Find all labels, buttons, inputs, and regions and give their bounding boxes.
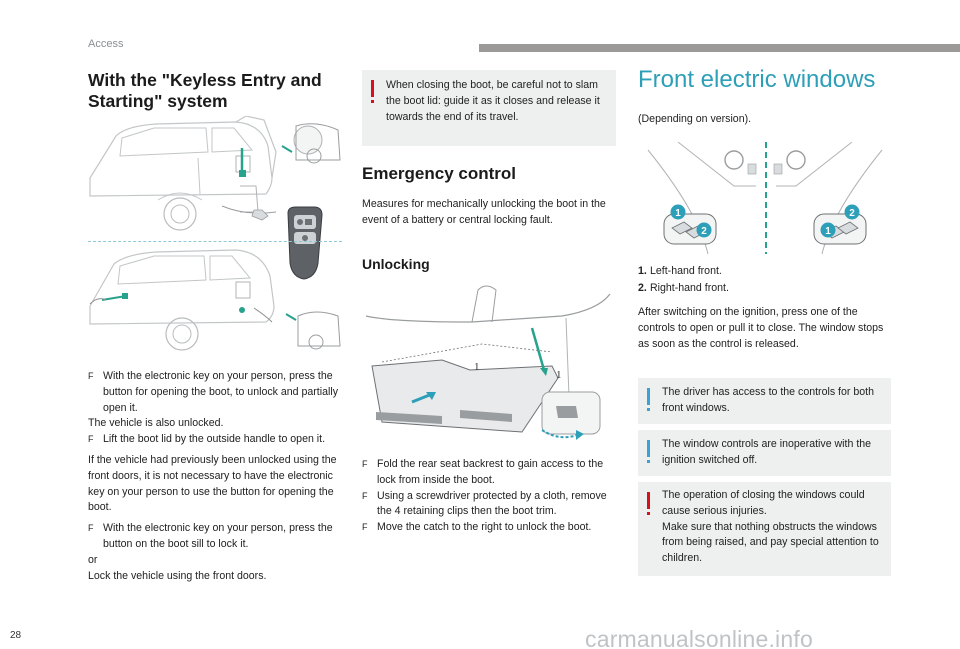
- windows-paragraph: After switching on the ignition, press o…: [638, 306, 884, 350]
- warning-icon: [647, 492, 650, 515]
- callout-1: 1: [675, 208, 681, 219]
- legend-item: 2.Right-hand front.: [638, 281, 729, 294]
- car-boot-closed-illustration: [89, 249, 341, 351]
- callout-1: 1: [825, 226, 831, 237]
- bullet-marker: F: [88, 371, 94, 381]
- emergency-control-title: Emergency control: [362, 164, 516, 183]
- emergency-control-text: Measures for mechanically unlocking the …: [362, 198, 606, 226]
- info-text: The window controls are inoperative with…: [662, 438, 872, 466]
- watermark: carmanualsonline.info: [585, 626, 813, 649]
- info-box-driver: The driver has access to the controls fo…: [638, 378, 891, 424]
- info-text: The driver has access to the controls fo…: [662, 386, 874, 414]
- header-bar: [479, 44, 960, 52]
- unlocked-note: The vehicle is also unlocked.: [88, 417, 224, 430]
- info-box-ignition: The window controls are inoperative with…: [638, 430, 891, 476]
- callout-2: 2: [701, 226, 707, 237]
- windows-warning-box: The operation of closing the windows cou…: [638, 482, 891, 576]
- legend-item: 1.Left-hand front.: [638, 265, 722, 277]
- keyless-title: With the "Keyless Entry and Starting" sy…: [88, 70, 322, 111]
- bullet-marker: F: [88, 434, 94, 445]
- bullet-marker: F: [362, 522, 368, 533]
- electronic-key-icon: [287, 206, 323, 280]
- version-note: (Depending on version).: [638, 113, 752, 125]
- bullet-marker: F: [88, 523, 94, 534]
- warning-text: The operation of closing the windows cou…: [662, 489, 879, 565]
- paragraph: If the vehicle had previously been unloc…: [88, 453, 337, 514]
- boot-trim-illustration: 1 1: [365, 285, 611, 440]
- unlocking-title: Unlocking: [362, 256, 430, 272]
- info-icon: [647, 440, 650, 463]
- figure-label: 1: [556, 369, 562, 381]
- figure-label: 1: [474, 361, 480, 373]
- window-controls-illustration: 1 2 2 1: [647, 142, 883, 255]
- callout-2: 2: [849, 208, 855, 219]
- section-label: Access: [88, 38, 124, 50]
- info-icon: [647, 388, 650, 411]
- car-boot-open-illustration: [89, 116, 341, 231]
- window-legend: 1.Left-hand front. 2.Right-hand front.: [638, 264, 892, 297]
- front-windows-title: Front electric windows: [638, 66, 876, 93]
- page-number: 28: [10, 630, 22, 641]
- boot-warning-box: When closing the boot, be careful not to…: [362, 70, 616, 146]
- warning-icon: [371, 80, 374, 103]
- bullet-marker: F: [362, 459, 368, 469]
- lock-instruction: Lock the vehicle using the front doors.: [88, 569, 267, 582]
- bullet-marker: F: [362, 490, 368, 501]
- warning-text: When closing the boot, be careful not to…: [386, 79, 600, 123]
- or-text: or: [88, 553, 98, 566]
- illustration-divider: [88, 241, 342, 242]
